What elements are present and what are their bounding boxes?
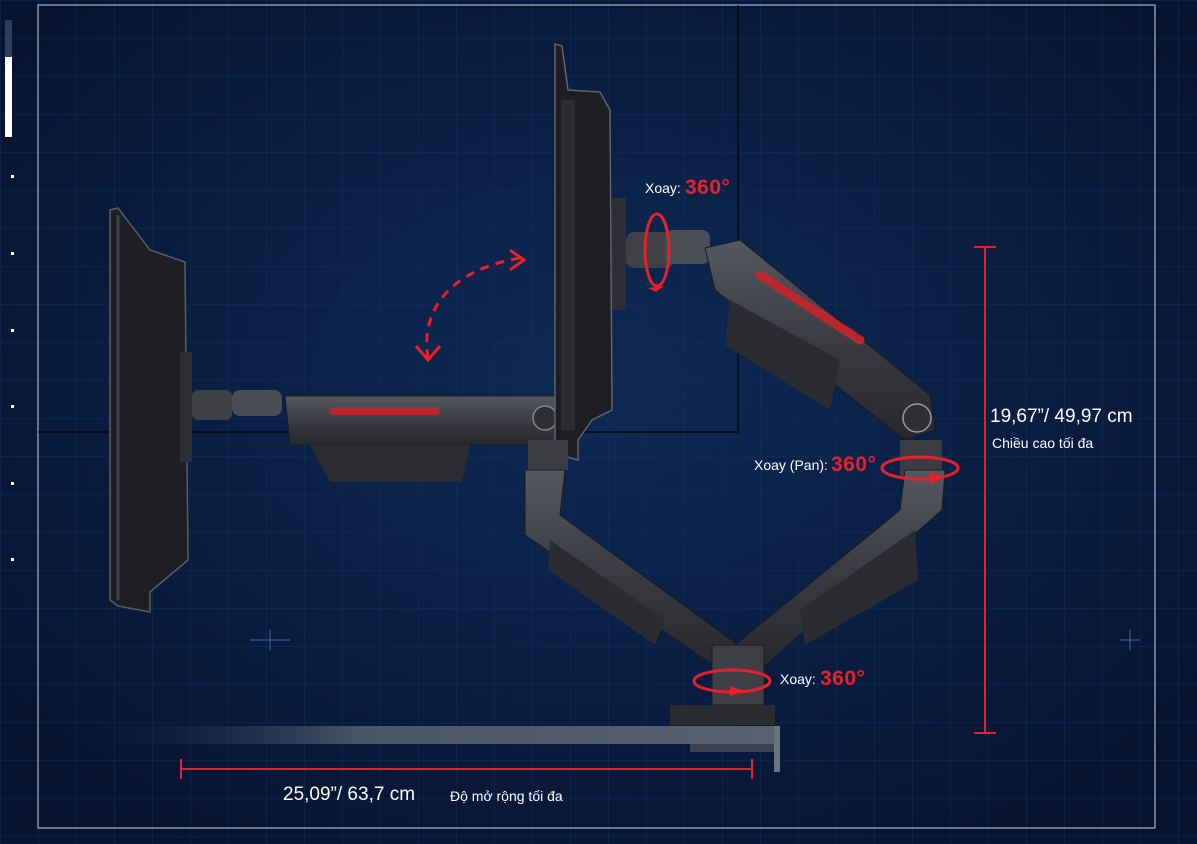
extension-value: 25,09”/ 63,7 cm xyxy=(283,784,416,805)
left-monitor xyxy=(109,207,282,613)
height-caption: Chiều cao tối đa xyxy=(992,435,1094,451)
lower-arms xyxy=(524,440,946,725)
base-rotation-indicator xyxy=(692,668,772,696)
outer-frame xyxy=(37,4,1156,829)
desk xyxy=(80,726,780,772)
height-value: 19,67”/ 49,97 cm xyxy=(990,406,1133,427)
pan-label: Xoay (Pan): xyxy=(754,457,828,473)
position-arrow-head-right xyxy=(509,248,527,272)
crosshair-marks xyxy=(250,630,1140,650)
extension-caption: Độ mở rộng tối đa xyxy=(450,788,563,804)
tilt-rotation-indicator xyxy=(643,212,671,292)
tilt-label: Xoay: xyxy=(645,180,681,196)
left-scale xyxy=(5,20,14,561)
base-rotation-label: Xoay: xyxy=(780,671,816,687)
position-arrow xyxy=(425,256,521,359)
left-arm xyxy=(284,395,576,482)
base-rotation-value: 360° xyxy=(820,667,866,690)
right-upper-arm xyxy=(704,239,936,441)
pan-value: 360° xyxy=(831,453,877,476)
tilt-value: 360° xyxy=(685,176,731,199)
pan-rotation-indicator xyxy=(880,455,960,484)
extension-dimension-line xyxy=(180,759,753,779)
height-dimension-line xyxy=(974,246,996,734)
position-arrow-head-left xyxy=(414,345,442,363)
inner-frame-line xyxy=(38,5,739,433)
right-monitor xyxy=(554,43,710,461)
